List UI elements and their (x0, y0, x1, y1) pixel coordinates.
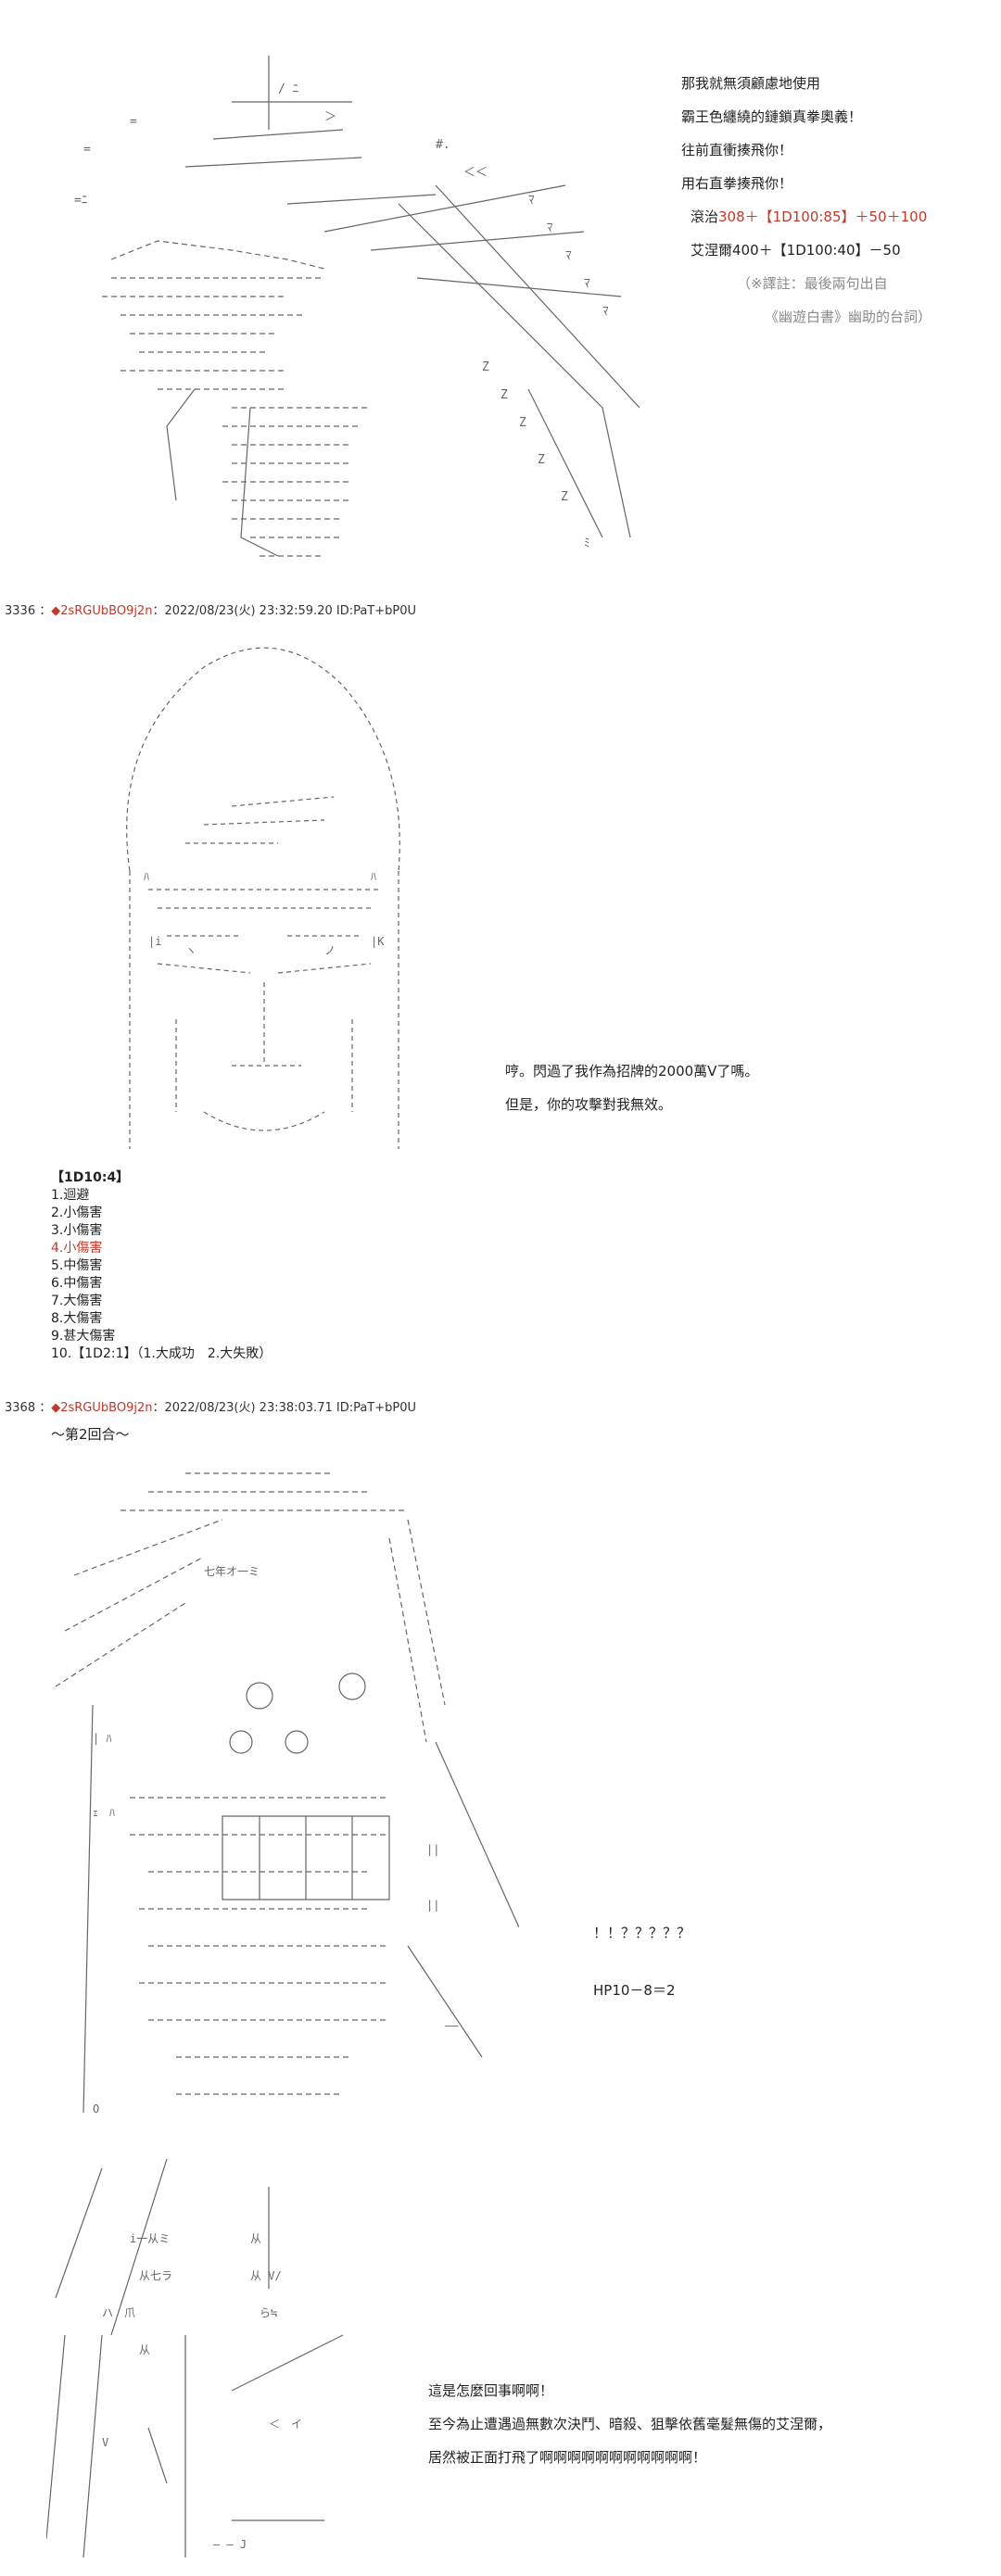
svg-text:Z: Z (561, 490, 568, 504)
svg-text:― ― J: ― ― J (213, 2538, 247, 2551)
svg-text:|i: |i (148, 935, 161, 948)
option-item: 7.大傷害 (51, 1294, 103, 1308)
ascii-art-falling-figure: i一从ミ从 从七ラ从 V/ ハ 爪ら≒ 从＜ イ V― ― J (46, 2158, 344, 2558)
post-trip: ◆2sRGUbBO9j2n (51, 604, 153, 618)
svg-text:ﾐ: ﾐ (584, 537, 590, 550)
translator-note-1: （※譯註：最後兩句出自 (737, 275, 888, 292)
svg-text:ｪ ﾊ: ｪ ﾊ (93, 1806, 115, 1819)
svg-text:ﾊ: ﾊ (371, 870, 376, 883)
svg-text:＞: ＞ (324, 110, 336, 124)
svg-text:||: || (426, 1843, 439, 1856)
option-item: 9.甚大傷害 (51, 1329, 116, 1344)
round-label: ～第2回合～ (51, 1426, 130, 1443)
svg-text:从: 从 (139, 2343, 150, 2356)
panel4-line-1: 這是怎麼回事啊啊！ (428, 2382, 554, 2399)
stat-line-1: 滾治308＋【1D100:85】＋50＋100 (691, 200, 927, 234)
option-item: 3.小傷害 (51, 1223, 103, 1238)
svg-text:ノ: ノ (324, 944, 336, 957)
svg-text:从七ラ: 从七ラ (139, 2269, 172, 2282)
stat2-post: －50 (868, 242, 901, 259)
svg-text:=: = (83, 143, 91, 157)
stat1-post: ＋50＋100 (855, 208, 928, 225)
svg-text:ヽ: ヽ (185, 944, 196, 957)
svg-text:/ ﾆ: / ﾆ (278, 82, 298, 96)
svg-text:#.: #. (436, 138, 450, 152)
svg-text:ﾏ: ﾏ (528, 194, 535, 208)
option-item-selected: 4.小傷害 (51, 1241, 103, 1256)
svg-text:=: = (130, 115, 137, 129)
svg-text:七年オ一ミ: 七年オ一ミ (204, 1565, 260, 1578)
panel2-line-1: 哼。閃過了我作為招牌的2000萬V了嗎。 (505, 1063, 759, 1080)
panel1-line-1: 那我就無須顧慮地使用 (681, 75, 821, 92)
stat1-pre: 308＋ (718, 208, 759, 225)
post-number: 3336 (5, 604, 36, 618)
svg-text:i一从ミ: i一从ミ (130, 2232, 170, 2245)
panel2-line-2: 但是，你的攻擊對我無效。 (505, 1096, 673, 1113)
stat2-roll: 【1D100:40】 (772, 242, 869, 259)
option-item: 8.大傷害 (51, 1311, 103, 1326)
panel3-line-2: HP10－8＝2 (593, 1982, 676, 1999)
stat1-roll: 【1D100:85】 (758, 208, 855, 225)
svg-text:从: 从 (250, 2232, 261, 2245)
option-item: 10.【1D2:1】（1.大成功 2.大失敗） (51, 1346, 272, 1361)
panel3-line-1: ！！？？？？？ (593, 1925, 691, 1941)
svg-text:Z: Z (538, 453, 545, 467)
damage-options: 【1D10:4】 1.迴避 2.小傷害 3.小傷害 4.小傷害 5.中傷害 6.… (51, 1169, 272, 1363)
svg-text:ﾏ: ﾏ (584, 277, 590, 291)
stat2-pre: 400＋ (732, 242, 773, 259)
post-meta: ：2022/08/23(火) 23:32:59.20 ID:PaT+bP0U (152, 604, 417, 618)
post-meta: ：2022/08/23(火) 23:38:03.71 ID:PaT+bP0U (152, 1401, 417, 1415)
stat2-name: 艾涅爾 (691, 242, 733, 259)
panel4-line-2: 至今為止遭遇過無數次決鬥、暗殺、狙擊依舊毫髮無傷的艾涅爾， (428, 2416, 832, 2432)
stat1-name: 滾治 (691, 208, 719, 225)
svg-text:――: ―― (445, 2019, 459, 2032)
svg-text:＜＜: ＜＜ (463, 166, 488, 180)
svg-text:从 V/: 从 V/ (250, 2269, 282, 2282)
options-header: 【1D10:4】 (51, 1170, 130, 1185)
stat-line-2: 艾涅爾400＋【1D100:40】－50 (691, 234, 901, 267)
svg-text:ﾊ: ﾊ (144, 870, 149, 883)
option-item: 5.中傷害 (51, 1258, 103, 1273)
panel1-line-4: 用右直拳揍飛你！ (681, 175, 793, 192)
svg-text:ハ 爪: ハ 爪 (102, 2306, 135, 2319)
svg-text:ら≒: ら≒ (260, 2306, 277, 2319)
svg-text:Z: Z (519, 416, 526, 430)
svg-text:ﾏ: ﾏ (547, 221, 553, 235)
option-item: 1.迴避 (51, 1188, 90, 1203)
option-item: 2.小傷害 (51, 1206, 103, 1220)
svg-text:Z: Z (500, 388, 508, 402)
ascii-art-punch: ===ﾆ / ﾆ＞#. ＜＜ﾏﾏ ﾏﾏﾏ ZZZ ZZﾐ (74, 56, 640, 557)
panel4-line-3: 居然被正面打飛了啊啊啊啊啊啊啊啊啊啊啊！ (428, 2449, 707, 2466)
option-item: 6.中傷害 (51, 1276, 103, 1291)
svg-text:O: O (93, 2102, 99, 2115)
post-trip: ◆2sRGUbBO9j2n (51, 1401, 153, 1415)
translator-note-2: 《幽遊白書》幽助的台詞） (765, 309, 932, 325)
post-number: 3368 (5, 1401, 36, 1415)
panel1-line-3: 往前直衝揍飛你！ (681, 142, 793, 158)
svg-text:=ﾆ: =ﾆ (74, 194, 87, 208)
svg-text:ﾏ: ﾏ (565, 249, 572, 263)
ascii-art-face: ﾊ ﾊ ヽ ノ |K |i (126, 647, 400, 1149)
svg-text:ﾏ: ﾏ (602, 305, 609, 319)
svg-text:Z: Z (482, 360, 489, 374)
ascii-art-shocked-face: 七年オ一ミ | ﾊ ｪ ﾊ || || ―― O (55, 1472, 519, 2115)
svg-text:|K: |K (371, 935, 385, 948)
svg-text:| ﾊ: | ﾊ (93, 1732, 111, 1745)
svg-text:＜ イ: ＜ イ (269, 2418, 302, 2431)
panel1-line-2: 霸王色纏繞的鏈鎖真拳奧義！ (681, 108, 863, 125)
svg-text:V: V (102, 2436, 108, 2449)
post-header-2: 3368 ：◆2sRGUbBO9j2n：2022/08/23(火) 23:38:… (5, 1401, 417, 1415)
post-header-1: 3336 ：◆2sRGUbBO9j2n：2022/08/23(火) 23:32:… (5, 604, 417, 618)
svg-text:||: || (426, 1899, 439, 1912)
